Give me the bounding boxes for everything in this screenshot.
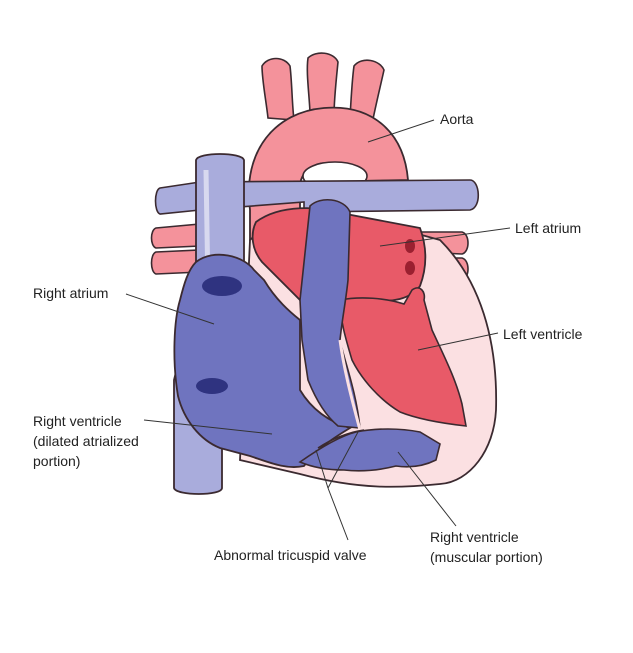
pulmonary-vein-opening: [405, 261, 415, 275]
leader-lines: [125, 119, 511, 541]
vena-cava-opening: [202, 276, 242, 296]
label-right-ventricle-dilated-line2: (dilated atrialized: [33, 433, 139, 449]
tricuspid-valve-leaflet: [317, 429, 365, 449]
left-ventricle: [339, 287, 467, 427]
label-right-atrium: Right atrium: [33, 285, 109, 301]
label-left-ventricle: Left ventricle: [503, 326, 583, 342]
aorta-branches: [261, 52, 385, 125]
right-atrium: [173, 253, 353, 468]
label-right-ventricle-muscular-line2: (muscular portion): [430, 549, 543, 565]
coronary-sinus-opening: [196, 378, 228, 394]
label-right-ventricle-dilated-line3: portion): [33, 453, 81, 469]
label-right-ventricle-muscular-line1: Right ventricle: [430, 529, 519, 545]
label-aorta: Aorta: [440, 111, 474, 127]
label-abnormal-tricuspid-valve: Abnormal tricuspid valve: [214, 547, 367, 563]
label-left-atrium: Left atrium: [515, 220, 582, 236]
label-right-ventricle-dilated-line1: Right ventricle: [33, 413, 122, 429]
